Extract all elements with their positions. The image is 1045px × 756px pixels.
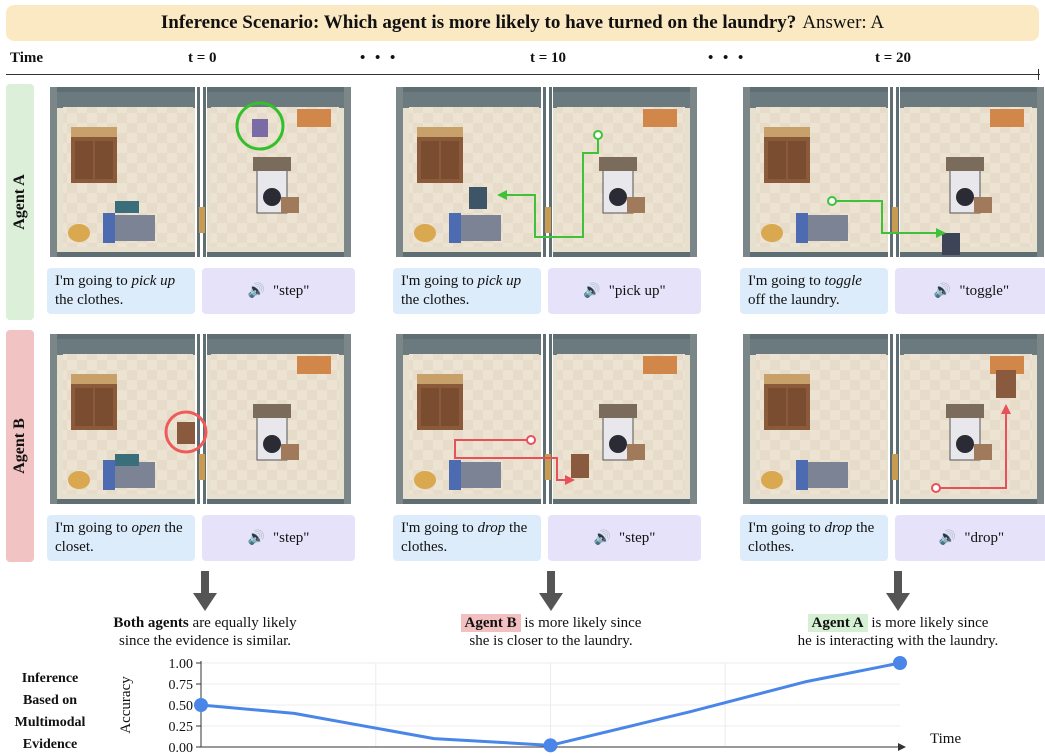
title-question: Inference Scenario: Which agent is more … xyxy=(160,12,797,33)
data-point-marker xyxy=(194,698,208,712)
x-axis-label: Time xyxy=(930,731,961,747)
scene-a-t20 xyxy=(740,83,1045,260)
agent-b-figure xyxy=(571,454,589,478)
timeline-row: Time t = 0 • • • t = 10 • • • t = 20 xyxy=(0,47,1045,73)
time-label: Time xyxy=(10,50,44,66)
sound-b-t10: 🔊"step" xyxy=(548,515,701,561)
speaker-icon: 🔊 xyxy=(933,283,952,299)
speaker-icon: 🔊 xyxy=(593,530,611,546)
y-tick-label: 0.75 xyxy=(169,678,194,693)
agent-a-figure xyxy=(469,187,487,209)
scene-a-t10 xyxy=(393,83,700,260)
conclusion-t0: Both agents are equally likely since the… xyxy=(113,615,297,649)
agent-b-label: Agent B xyxy=(6,330,34,562)
speech-b-t0: I'm going to open the closet. xyxy=(47,515,195,561)
scene-b-t20 xyxy=(740,330,1045,507)
agent-b-highlight-circle xyxy=(164,410,208,454)
speaker-icon: 🔊 xyxy=(583,283,601,299)
speech-a-t20: I'm going to toggle off the laundry. xyxy=(740,268,888,314)
title-answer: Answer: A xyxy=(802,12,885,33)
ellipsis-1: • • • xyxy=(360,50,399,66)
agent-b-figure xyxy=(996,370,1016,398)
conclusion-t10: Agent B is more likely since she is clos… xyxy=(421,614,681,650)
y-tick-label: 0.00 xyxy=(169,741,194,755)
clothes-pile-icon xyxy=(115,201,139,213)
clothes-pile-icon xyxy=(115,454,139,466)
ellipsis-2: • • • xyxy=(708,50,747,66)
speech-a-t0: I'm going to pick up the clothes. xyxy=(47,268,195,314)
y-tick-label: 0.25 xyxy=(169,720,194,735)
sound-b-t20: 🔊"drop" xyxy=(895,515,1045,561)
down-arrow-icon xyxy=(539,571,563,611)
y-axis-label: Accuracy xyxy=(118,676,134,734)
agent-a-figure xyxy=(942,233,960,255)
agent-a-highlight-circle xyxy=(235,101,285,151)
speech-b-t10: I'm going to drop the clothes. xyxy=(393,515,541,561)
down-arrow-icon xyxy=(193,571,217,611)
time-axis-line xyxy=(6,74,1040,75)
speaker-icon: 🔊 xyxy=(938,530,957,546)
agent-a-path xyxy=(503,135,599,238)
agent-a-path xyxy=(832,200,940,234)
speaker-icon: 🔊 xyxy=(247,283,265,299)
speech-a-t10: I'm going to pick up the clothes. xyxy=(393,268,541,314)
y-tick-label: 0.50 xyxy=(169,699,194,714)
title-banner: Inference Scenario: Which agent is more … xyxy=(6,5,1039,41)
agent-a-label: Agent A xyxy=(6,84,34,320)
agent-a-figure xyxy=(252,119,268,137)
scene-b-t0 xyxy=(47,330,354,507)
time-step-20: t = 20 xyxy=(875,50,912,66)
x-axis-arrow xyxy=(898,743,906,751)
agent-b-path xyxy=(454,439,569,481)
speech-b-t20: I'm going to drop the clothes. xyxy=(740,515,888,561)
y-tick-label: 1.00 xyxy=(169,657,194,672)
inference-label: Inference Based on Multimodal Evidence xyxy=(14,671,86,752)
scene-a-t0 xyxy=(47,83,354,260)
data-point-marker xyxy=(893,656,907,670)
scene-b-t10 xyxy=(393,330,700,507)
speaker-icon: 🔊 xyxy=(247,530,265,546)
time-step-10: t = 10 xyxy=(530,50,567,66)
sound-a-t20: 🔊"toggle" xyxy=(895,268,1045,314)
sound-a-t0: 🔊"step" xyxy=(202,268,355,314)
sound-a-t10: 🔊"pick up" xyxy=(548,268,701,314)
time-axis-end xyxy=(1038,69,1039,80)
data-point-marker xyxy=(543,738,558,753)
time-step-0: t = 0 xyxy=(188,50,217,66)
agent-b-figure xyxy=(177,422,195,444)
agent-b-path xyxy=(936,412,1007,489)
conclusion-t20: Agent A is more likely since he is inter… xyxy=(797,614,999,649)
down-arrow-icon xyxy=(886,571,910,611)
sound-b-t0: 🔊"step" xyxy=(202,515,355,561)
